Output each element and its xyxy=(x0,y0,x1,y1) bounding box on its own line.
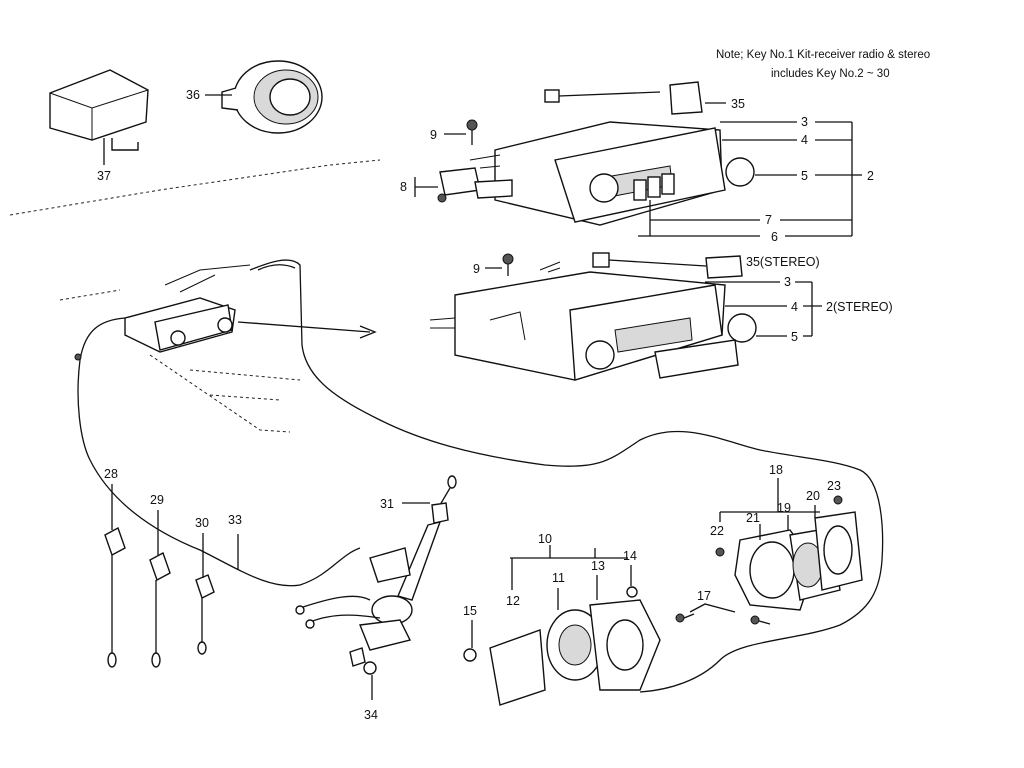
label-20: 20 xyxy=(806,489,820,503)
label-7: 7 xyxy=(765,213,772,227)
screw-9-lower xyxy=(502,253,514,276)
antenna-rod-30 xyxy=(195,574,215,655)
label-34: 34 xyxy=(364,708,378,722)
label-35-stereo: 35(STEREO) xyxy=(746,255,820,269)
label-36: 36 xyxy=(186,88,200,102)
label-3-stereo: 3 xyxy=(784,275,791,289)
radio-receiver-upper xyxy=(469,121,755,226)
note-line-1: Note; Key No.1 Kit-receiver radio & ster… xyxy=(716,49,931,61)
speaker-10-assembly xyxy=(463,586,661,706)
label-35: 35 xyxy=(731,97,745,111)
note-line-2: includes Key No.2 ~ 30 xyxy=(771,68,890,80)
label-33: 33 xyxy=(228,513,242,527)
label-30: 30 xyxy=(195,516,209,530)
label-21: 21 xyxy=(746,511,760,525)
leaders-speaker-18 xyxy=(719,478,820,540)
label-31: 31 xyxy=(380,497,394,511)
label-29: 29 xyxy=(150,493,164,507)
label-37: 37 xyxy=(97,169,111,183)
leaders-upper-group xyxy=(638,121,862,237)
part-36-gauge xyxy=(221,60,323,134)
label-5-upper: 5 xyxy=(801,169,808,183)
wiring-harness xyxy=(249,259,884,693)
label-8: 8 xyxy=(400,180,407,194)
radio-in-dash xyxy=(124,264,251,353)
power-antenna-31 xyxy=(295,475,457,651)
label-14: 14 xyxy=(623,549,637,563)
antenna-cable-33 xyxy=(74,317,361,587)
label-4-stereo: 4 xyxy=(791,300,798,314)
label-6: 6 xyxy=(771,230,778,244)
antenna-rod-28 xyxy=(104,526,126,668)
label-23: 23 xyxy=(827,479,841,493)
label-9-upper: 9 xyxy=(430,128,437,142)
leaders-stereo-group xyxy=(705,281,822,337)
label-19: 19 xyxy=(777,501,791,515)
label-22: 22 xyxy=(710,524,724,538)
diagram-note: Note; Key No.1 Kit-receiver radio & ster… xyxy=(716,46,930,84)
label-17: 17 xyxy=(697,589,711,603)
part-35-stereo-connector xyxy=(592,252,743,279)
screws-17 xyxy=(675,613,771,625)
part-37-box xyxy=(49,69,149,165)
bracket-34 xyxy=(349,647,377,675)
label-5-stereo: 5 xyxy=(791,330,798,344)
dashboard-outline xyxy=(9,159,381,433)
label-2: 2 xyxy=(867,169,874,183)
label-28: 28 xyxy=(104,467,118,481)
part-35-connector xyxy=(544,81,703,115)
label-3-upper: 3 xyxy=(801,115,808,129)
label-2-stereo: 2(STEREO) xyxy=(826,300,893,314)
label-15: 15 xyxy=(463,604,477,618)
label-13: 13 xyxy=(591,559,605,573)
bracket-8 xyxy=(437,167,513,203)
leaders-speaker-10 xyxy=(471,545,632,648)
label-12: 12 xyxy=(506,594,520,608)
label-11: 11 xyxy=(552,571,565,585)
antenna-rod-29 xyxy=(149,551,171,668)
screw-9-upper xyxy=(466,119,478,145)
label-4-upper: 4 xyxy=(801,133,808,147)
label-10: 10 xyxy=(538,532,552,546)
label-18: 18 xyxy=(769,463,783,477)
radio-receiver-stereo xyxy=(429,261,757,381)
label-9-lower: 9 xyxy=(473,262,480,276)
speaker-18-assembly xyxy=(715,495,863,611)
